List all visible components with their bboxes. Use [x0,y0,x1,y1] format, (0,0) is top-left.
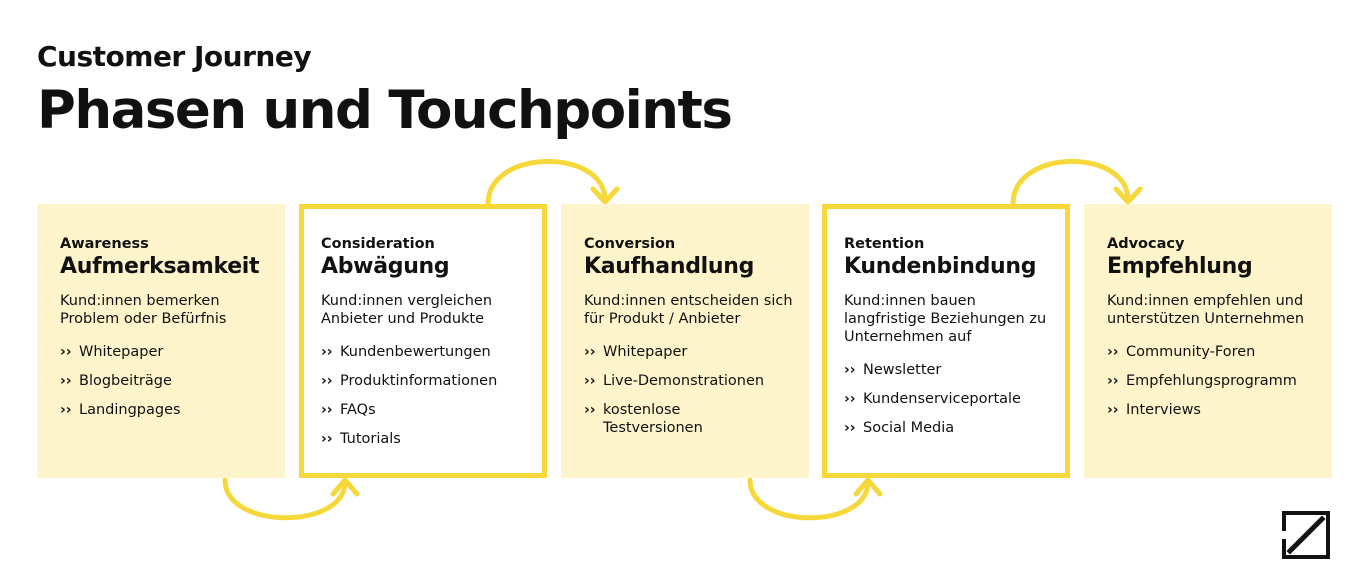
touchpoint-label: Empfehlungsprogramm [1126,373,1297,389]
double-chevron-icon: ›› [1107,373,1119,389]
phase-english-name: Retention [844,236,925,252]
double-chevron-icon: ›› [60,373,72,389]
double-chevron-icon: ›› [60,402,72,418]
double-chevron-icon: ›› [321,402,333,418]
arrow-consideration-to-conversion [485,159,608,207]
arrow-retention-to-advocacy-head [1113,186,1143,205]
touchpoint-label: Newsletter [863,362,942,378]
diagram-title: Phasen und Touchpoints [37,80,733,141]
touchpoint-item: ›› Tutorials [321,430,542,448]
touchpoint-item: ›› Whitepaper [584,343,809,361]
double-chevron-icon: ›› [584,344,596,360]
phase-description: Kund:innen bauen langfristige Beziehunge… [844,293,1047,345]
touchpoint-item: ›› Empfehlungsprogramm [1107,372,1332,390]
touchpoint-item: ›› Social Media [844,419,1065,437]
phase-english-name: Advocacy [1107,236,1185,252]
phase-description: Kund:innen entscheiden sich für Produkt … [584,293,793,327]
phase-english-name: Conversion [584,236,676,252]
double-chevron-icon: ›› [321,373,333,389]
phase-english-name: Consideration [321,236,435,252]
touchpoint-item: ›› Kundenbewertungen [321,343,542,361]
touchpoint-item: ›› Live-Demonstrationen [584,372,809,390]
phase-description: Kund:innen empfehlen und unterstützen Un… [1107,293,1305,327]
phase-german-name: Abwägung [321,254,450,279]
touchpoint-item: ›› Blogbeiträge [60,372,285,390]
double-chevron-icon: ›› [584,373,596,389]
touchpoint-label: Interviews [1126,402,1201,418]
arrow-consideration-to-conversion-head [590,186,620,205]
touchpoint-label: Whitepaper [79,344,164,360]
touchpoint-label: Produktinformationen [340,373,498,389]
touchpoint-item: ›› kostenlose Testversionen [584,401,784,437]
phase-card-retention: Retention Kundenbindung Kund:innen bauen… [822,204,1070,478]
touchpoint-list: ›› Newsletter ›› Kundenserviceportale ›› So… [844,361,1065,437]
touchpoint-label: Social Media [863,420,955,436]
phase-german-name: Kaufhandlung [584,254,755,279]
touchpoint-item: ›› Whitepaper [60,343,285,361]
double-chevron-icon: ›› [844,420,856,436]
touchpoint-label: FAQs [340,402,376,418]
double-chevron-icon: ›› [60,344,72,360]
touchpoint-item: ›› FAQs [321,401,542,419]
diagram-subtitle: Customer Journey [37,40,312,73]
arrow-retention-to-advocacy [1010,159,1131,207]
touchpoint-label: Community-Foren [1126,344,1256,360]
arrow-conversion-to-retention [747,477,871,521]
phase-card-advocacy: Advocacy Empfehlung Kund:innen empfehlen… [1084,204,1332,478]
double-chevron-icon: ›› [844,362,856,378]
phase-card-conversion: Conversion Kaufhandlung Kund:innen entsc… [561,204,809,478]
touchpoint-label: kostenlose Testversionen [603,402,703,436]
phase-card-awareness: Awareness Aufmerksamkeit Kund:innen beme… [37,204,285,478]
phase-english-name: Awareness [60,236,149,252]
touchpoint-list: ››Community-Foren ››Empfehlungsprogramm … [1107,343,1332,419]
double-chevron-icon: ›› [1107,344,1119,360]
touchpoint-list: ›› Whitepaper ›› Live-Demonstrationen ›› ko… [584,343,809,437]
touchpoint-label: Tutorials [340,431,401,447]
touchpoint-item: ›› Landingpages [60,401,285,419]
touchpoint-list: ›› Whitepaper ›› Blogbeiträge ›› Landingpag… [60,343,285,419]
arrow-awareness-to-consideration [222,477,348,521]
brand-logo-icon [1282,511,1330,559]
touchpoint-label: Whitepaper [603,344,688,360]
touchpoint-label: Kundenbewertungen [340,344,491,360]
arrow-conversion-to-retention-head [853,477,883,497]
arrow-awareness-to-consideration-head [330,477,360,497]
touchpoint-item: ›› Produktinformationen [321,372,542,390]
touchpoint-label: Landingpages [79,402,181,418]
touchpoint-label: Blogbeiträge [79,373,172,389]
phase-description: Kund:innen vergleichen Anbieter und Prod… [321,293,493,327]
phase-german-name: Aufmerksamkeit [60,254,260,279]
double-chevron-icon: ›› [844,391,856,407]
touchpoint-list: ›› Kundenbewertungen ›› Produktinformation… [321,343,542,448]
touchpoint-item: ›› Newsletter [844,361,1065,379]
double-chevron-icon: ›› [1107,402,1119,418]
double-chevron-icon: ›› [584,402,596,418]
touchpoint-item: ›› Interviews [1107,401,1332,419]
phase-german-name: Empfehlung [1107,254,1253,279]
touchpoint-item: ›› Community-Foren [1107,343,1332,361]
touchpoint-label: Live-Demonstrationen [603,373,765,389]
touchpoint-item: ›› Kundenserviceportale [844,390,1065,408]
touchpoint-label: Kundenserviceportale [863,391,1021,407]
double-chevron-icon: ›› [321,344,333,360]
double-chevron-icon: ›› [321,431,333,447]
phase-description: Kund:innen bemerken Problem oder Befürfn… [60,293,227,327]
phase-card-consideration: Consideration Abwägung Kund:innen vergle… [299,204,547,478]
phase-german-name: Kundenbindung [844,254,1037,279]
